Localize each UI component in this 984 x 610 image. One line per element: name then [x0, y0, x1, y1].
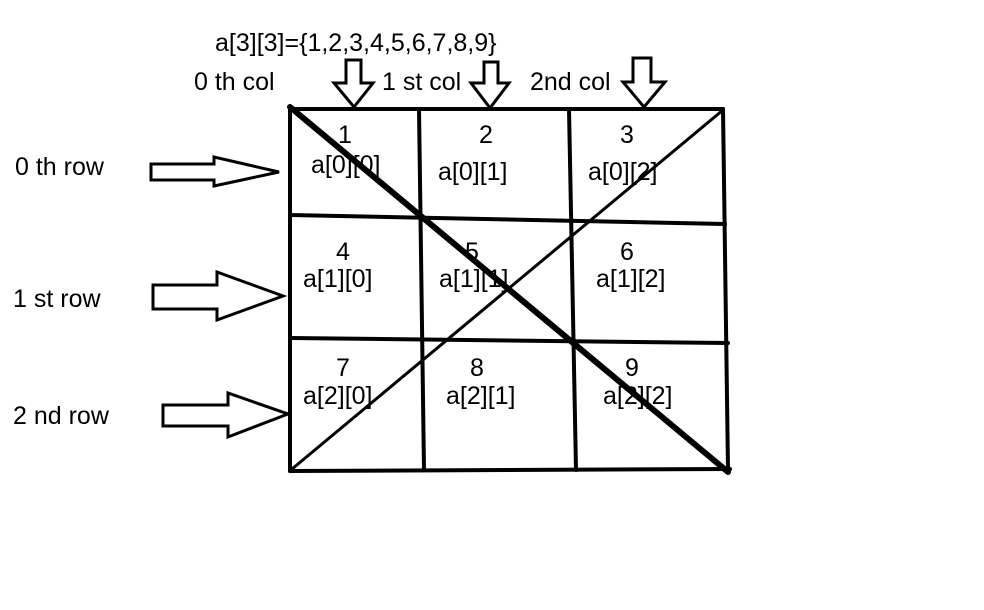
cell-index: a[1][2] — [596, 265, 666, 293]
grid-right-edge — [721, 107, 730, 472]
col-label-2: 2nd col — [530, 68, 611, 96]
col-2-arrow-icon — [619, 56, 669, 110]
cell-index: a[2][1] — [446, 382, 516, 410]
grid-col-divider-2 — [567, 107, 578, 472]
cell-index: a[0][2] — [588, 158, 658, 186]
cell-index: a[1][0] — [303, 265, 373, 293]
cell-value: 4 — [336, 238, 350, 266]
cell-value: 9 — [625, 354, 639, 382]
row-label-0: 0 th row — [15, 153, 104, 181]
col-label-1: 1 st col — [382, 68, 462, 96]
cell-index: a[0][1] — [438, 158, 508, 186]
grid-col-divider-1 — [417, 107, 426, 472]
row-arrows — [149, 155, 293, 440]
cell-value: 1 — [338, 121, 352, 149]
row-label-1: 1 st row — [13, 285, 101, 313]
cell-value: 8 — [470, 354, 484, 382]
cell-index: a[2][0] — [303, 382, 373, 410]
cell-value: 7 — [336, 354, 350, 382]
cell-value: 6 — [620, 238, 634, 266]
array-declaration: a[3][3]={1,2,3,4,5,6,7,8,9} — [215, 29, 497, 57]
row-1-arrow-icon — [151, 269, 288, 323]
cell-value: 5 — [465, 238, 479, 266]
col-0-arrow-icon — [330, 58, 377, 110]
cell-value: 3 — [620, 121, 634, 149]
cell-index: a[1][1] — [439, 265, 509, 293]
col-label-0: 0 th col — [194, 68, 275, 96]
grid-row-divider-2 — [288, 336, 730, 345]
col-arrows — [330, 56, 669, 111]
row-2-arrow-icon — [161, 390, 293, 440]
grid-row-divider-1 — [288, 213, 727, 226]
cell-index: a[2][2] — [603, 382, 673, 410]
col-1-arrow-icon — [467, 60, 513, 111]
anti-diagonal — [290, 108, 725, 471]
cell-index: a[0][0] — [311, 151, 381, 179]
grid-bottom-edge — [288, 467, 732, 473]
row-label-2: 2 nd row — [13, 402, 109, 430]
cell-value: 2 — [479, 121, 493, 149]
row-0-arrow-icon — [149, 155, 280, 188]
grid — [288, 107, 732, 473]
